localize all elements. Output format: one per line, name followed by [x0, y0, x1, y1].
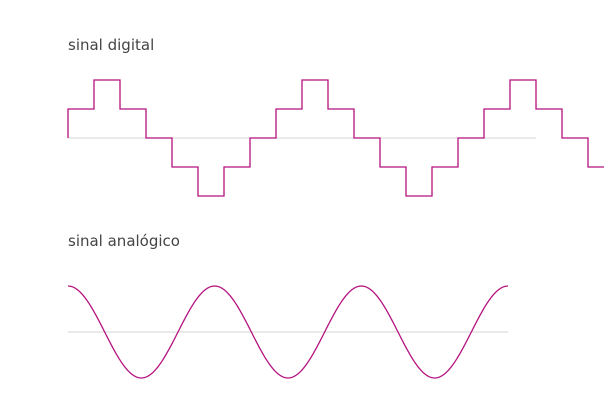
analog-signal-wave [67, 285, 509, 379]
analog-signal-label: sinal analógico [68, 232, 180, 250]
digital-signal-wave [67, 79, 604, 197]
digital-signal-label: sinal digital [68, 36, 155, 54]
